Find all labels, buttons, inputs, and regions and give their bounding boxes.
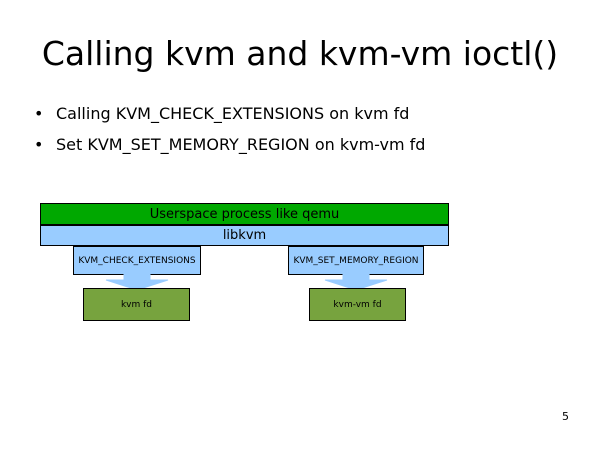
slide-title: Calling kvm and kvm-vm ioctl() bbox=[41, 34, 559, 73]
userspace-label: Userspace process like qemu bbox=[149, 206, 340, 222]
bullet-text: Set KVM_SET_MEMORY_REGION on kvm-vm fd bbox=[56, 135, 426, 154]
set-memory-region-call-box: KVM_SET_MEMORY_REGION bbox=[288, 246, 424, 275]
check-extensions-call-box: KVM_CHECK_EXTENSIONS bbox=[73, 246, 201, 275]
bullet-item: • Set KVM_SET_MEMORY_REGION on kvm-vm fd bbox=[34, 135, 425, 155]
userspace-process-box: Userspace process like qemu bbox=[40, 203, 449, 225]
fd-label: kvm-vm fd bbox=[333, 299, 382, 310]
bullet-item: • Calling KVM_CHECK_EXTENSIONS on kvm fd bbox=[34, 104, 425, 124]
bullet-icon: • bbox=[34, 104, 44, 123]
kvm-vm-fd-box: kvm-vm fd bbox=[309, 288, 406, 321]
bullet-list: •Calling KVM_CHECK_EXTENSIONS on kvm fd … bbox=[34, 104, 425, 166]
bullet-icon: • bbox=[34, 135, 44, 154]
libkvm-label: libkvm bbox=[222, 228, 267, 243]
page-number: 5 bbox=[562, 410, 569, 423]
libkvm-box: libkvm bbox=[40, 225, 449, 246]
call-label: KVM_SET_MEMORY_REGION bbox=[293, 255, 419, 266]
down-arrow-icon bbox=[105, 274, 169, 290]
fd-label: kvm fd bbox=[120, 299, 153, 310]
kvm-fd-box: kvm fd bbox=[83, 288, 190, 321]
down-arrow-icon bbox=[324, 274, 388, 290]
call-label: KVM_CHECK_EXTENSIONS bbox=[78, 255, 196, 266]
bullet-text: Calling KVM_CHECK_EXTENSIONS on kvm fd bbox=[56, 104, 410, 123]
